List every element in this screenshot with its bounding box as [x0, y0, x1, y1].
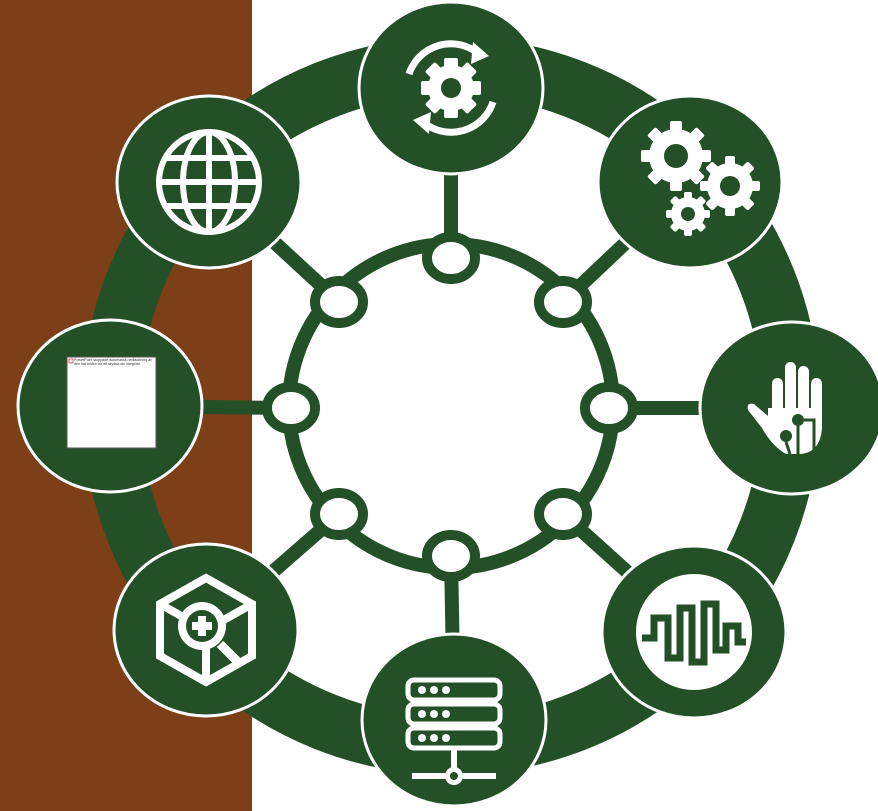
broken-image-text: PowerPoint stoppade automatisk nedladdni…: [74, 358, 152, 367]
sync-gear-icon: [405, 40, 497, 136]
connector-oval-left: [262, 382, 320, 434]
globe-icon: [156, 129, 262, 235]
hand-circuit-icon: [747, 362, 822, 455]
connector-oval-bottom-right: [534, 488, 592, 540]
cube-search-icon: [156, 573, 256, 687]
connector-ovals: [262, 232, 638, 582]
gears-icon: [641, 121, 760, 236]
broken-image-glyph: [68, 358, 74, 364]
node-top-right: [596, 94, 784, 270]
broken-image-icon: PowerPoint stoppade automatisk nedladdni…: [66, 356, 157, 449]
server-network-icon: [405, 677, 503, 785]
connector-oval-bottom: [422, 530, 480, 582]
connector-oval-top: [422, 232, 480, 284]
connector-oval-top-left: [310, 276, 368, 328]
connector-oval-top-right: [534, 276, 592, 328]
connector-oval-bottom-left: [310, 488, 368, 540]
connector-oval-right: [580, 382, 638, 434]
broken-image-frame: [66, 356, 157, 449]
node-bottom: [360, 632, 548, 808]
signal-wave-icon: [636, 574, 752, 690]
